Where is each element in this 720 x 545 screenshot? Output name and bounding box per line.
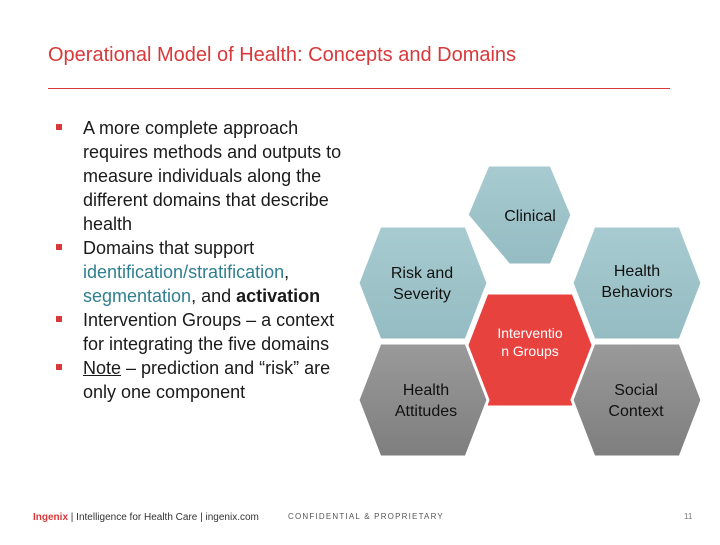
note-label: Note [83, 358, 122, 378]
hexagon-health-behaviors [570, 224, 704, 342]
social-label-line2: Context [608, 403, 664, 420]
term-activation: activation [236, 286, 321, 306]
hex-label-health-behaviors: Health Behaviors [577, 261, 697, 303]
bullet-item: A more complete approach requires method… [56, 116, 356, 236]
bullet-separator: , and [191, 286, 237, 306]
bullet-list: A more complete approach requires method… [56, 116, 356, 404]
behaviors-label-line2: Behaviors [601, 284, 673, 301]
hexagon-health-attitudes [356, 341, 490, 459]
bullet-marker-icon [56, 244, 62, 250]
title-underline [48, 88, 670, 89]
bullet-text: A more complete approach requires method… [83, 118, 342, 234]
social-label-line1: Social [614, 382, 658, 399]
footer-tagline: | Intelligence for Health Care | ingenix… [68, 512, 259, 523]
bullet-marker-icon [56, 124, 62, 130]
hexagon-clinical [465, 163, 574, 267]
ingenix-logo: Ingenix [33, 512, 69, 523]
footer-branding: Ingenix | Intelligence for Health Care |… [33, 512, 259, 523]
bullet-text: Domains that support [83, 238, 255, 258]
attitudes-label-line1: Health [402, 382, 450, 399]
bullet-item: Domains that support identification/stra… [56, 236, 356, 308]
risk-label-line1: Risk and [390, 265, 454, 282]
hex-label-health-attitudes: Health Attitudes [366, 380, 486, 422]
bullet-marker-icon [56, 364, 62, 370]
hex-label-clinical: Clinical [470, 206, 590, 227]
slide-title: Operational Model of Health: Concepts an… [48, 44, 517, 66]
term-segmentation: segmentation [83, 286, 192, 306]
hex-label-risk-severity: Risk and Severity [362, 263, 482, 305]
bullet-text: – prediction and “risk” are only one com… [83, 358, 331, 402]
attitudes-label-line2: Attitudes [394, 403, 458, 420]
intervention-label-line1: Interventio [497, 325, 563, 341]
page-number: 11 [684, 512, 693, 521]
confidential-notice: CONFIDENTIAL & PROPRIETARY [288, 512, 444, 521]
clinical-label: Clinical [504, 208, 556, 225]
intervention-label-line2: n Groups [501, 343, 559, 359]
bullet-text: Intervention Groups – a context for inte… [83, 310, 335, 354]
hex-label-intervention-groups: Interventio n Groups [470, 324, 590, 360]
hexagon-risk-severity [356, 224, 490, 342]
risk-label-line2: Severity [393, 286, 451, 303]
hex-label-social-context: Social Context [576, 380, 696, 422]
behaviors-label-line1: Health [613, 263, 661, 280]
bullet-item: Note – prediction and “risk” are only on… [56, 356, 356, 404]
term-identification: identification/stratification [83, 262, 285, 282]
bullet-marker-icon [56, 316, 62, 322]
hexagon-social-context [570, 341, 704, 459]
bullet-separator: , [284, 262, 290, 282]
bullet-item: Intervention Groups – a context for inte… [56, 308, 356, 356]
